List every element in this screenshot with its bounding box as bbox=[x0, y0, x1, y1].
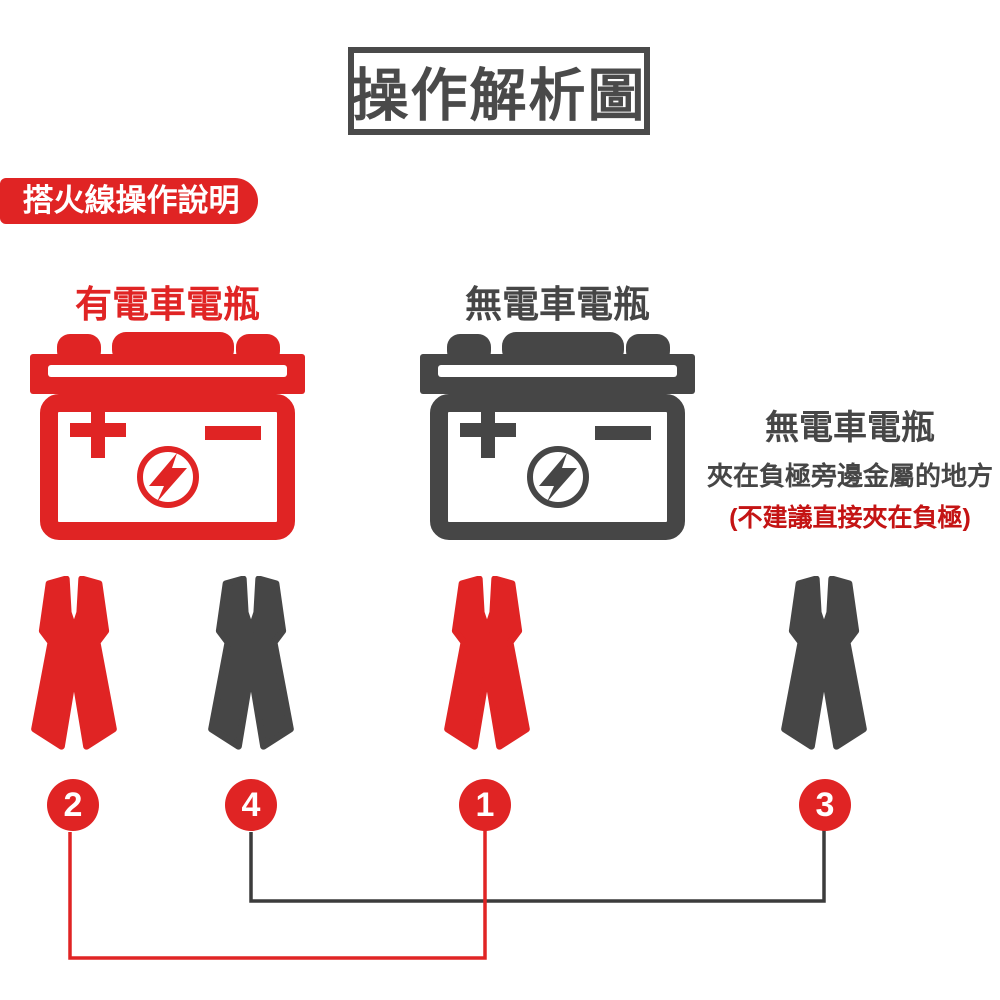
title-box: 操作解析圖 bbox=[348, 47, 650, 135]
instruction-badge: 搭火線操作說明 bbox=[0, 178, 258, 224]
note-warning: (不建議直接夾在負極) bbox=[729, 504, 971, 532]
black-clamp-icon-2 bbox=[774, 576, 874, 754]
ground-clamp-note: 無電車電瓶 夾在負極旁邊金屬的地方 (不建議直接夾在負極) bbox=[700, 400, 1000, 534]
step-number-badge-2: 2 bbox=[47, 779, 99, 831]
red-wire bbox=[68, 830, 487, 960]
step-number-badge-3: 3 bbox=[799, 779, 851, 831]
red-clamp-icon-2 bbox=[437, 576, 537, 754]
battery-icon bbox=[30, 332, 305, 531]
black-wire bbox=[249, 830, 826, 903]
step-number-badge-1: 1 bbox=[459, 779, 511, 831]
page-title: 操作解析圖 bbox=[351, 64, 647, 128]
charged-battery-label: 有電車電瓶 bbox=[75, 284, 260, 325]
dead-battery-icon bbox=[420, 332, 695, 547]
red-clamp-icon-1 bbox=[24, 576, 124, 754]
dead-battery-label: 無電車電瓶 bbox=[465, 284, 650, 325]
note-title: 無電車電瓶 bbox=[765, 409, 935, 447]
battery-icon bbox=[420, 332, 695, 531]
step-number-badge-4: 4 bbox=[225, 779, 277, 831]
charged-battery-icon bbox=[30, 332, 305, 547]
black-clamp-icon-1 bbox=[201, 576, 301, 754]
note-instruction: 夾在負極旁邊金屬的地方 bbox=[706, 461, 993, 491]
